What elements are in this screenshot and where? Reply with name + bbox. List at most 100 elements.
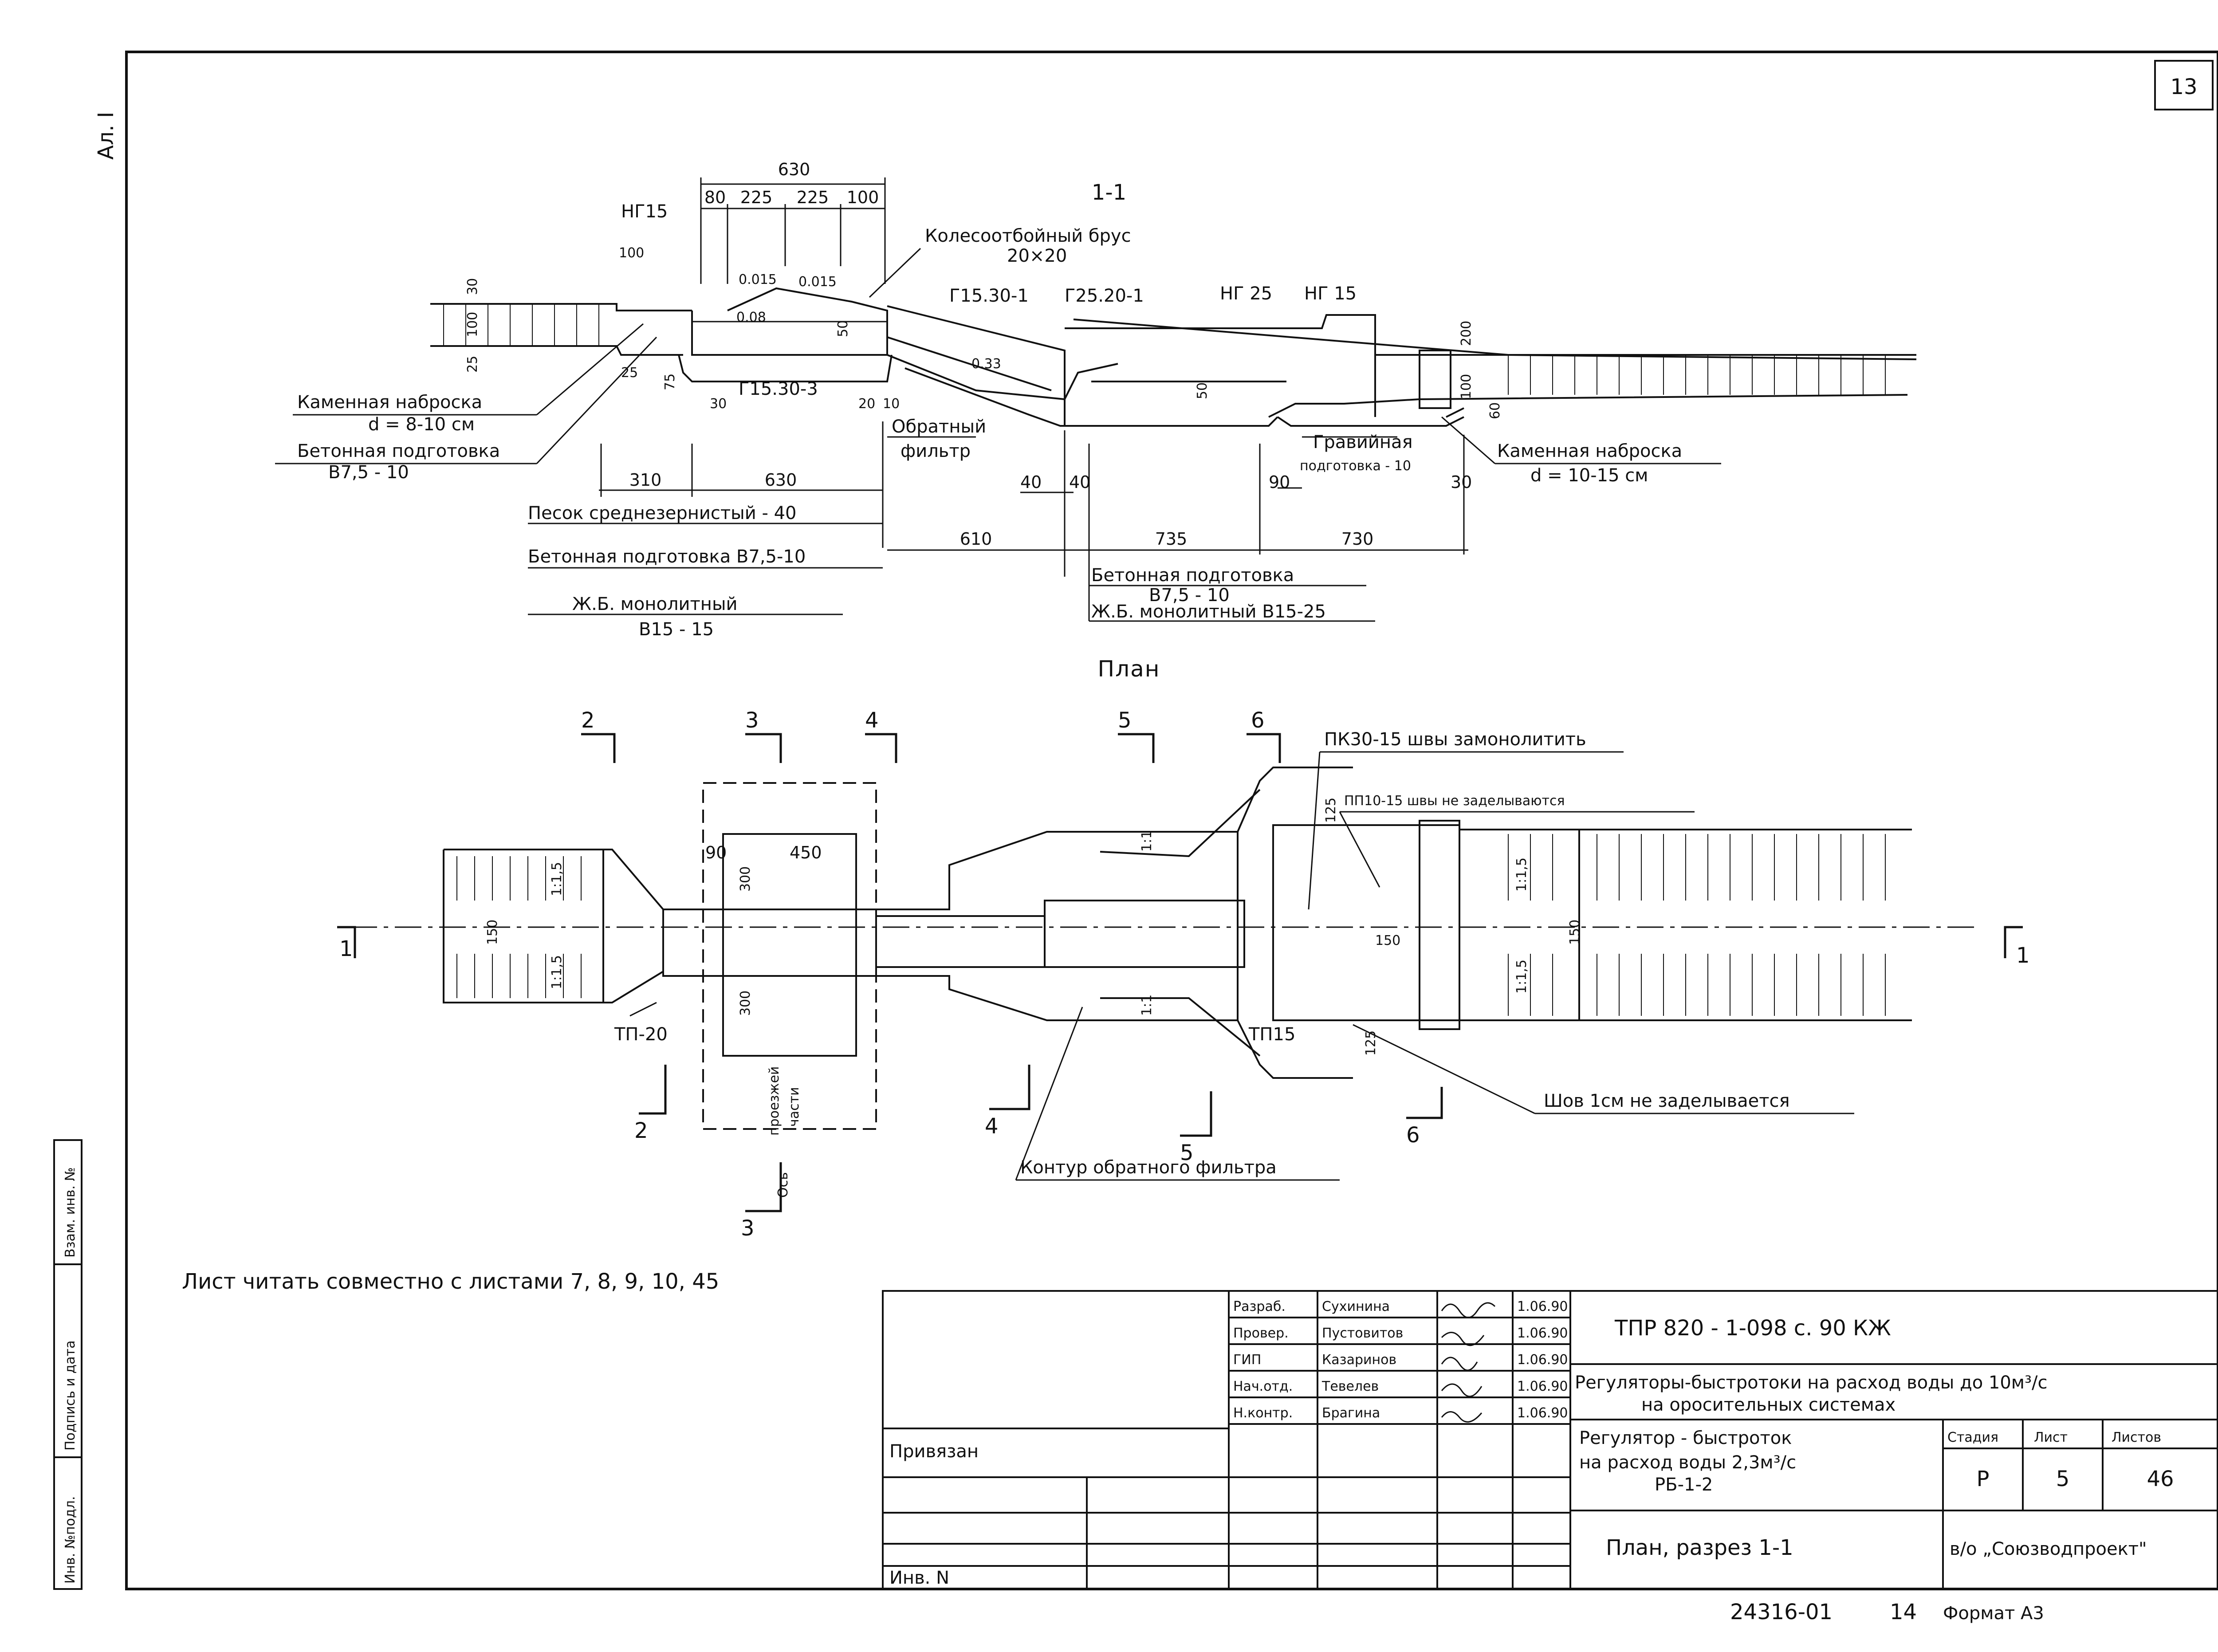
label-tp15: ТП15	[1248, 1024, 1295, 1045]
label-beton3-b: В7,5 - 10	[1149, 585, 1230, 606]
label-beton-left-b: В7,5 - 10	[328, 462, 409, 483]
tb-project2: на оросительных системах	[1641, 1395, 1896, 1415]
tb-project: Регуляторы-быстротоки на расход воды до …	[1575, 1373, 2048, 1393]
dim-225b: 225	[797, 188, 829, 207]
plan-slope-a: 1:1,5	[549, 862, 565, 896]
plan-dim-90: 90	[705, 843, 727, 862]
plan-dim-150: 150	[485, 920, 500, 945]
footer-format: Формат А3	[1943, 1603, 2044, 1624]
tb-date-1: 1.06.90	[1517, 1326, 1568, 1341]
sheet-frame	[125, 51, 2218, 1590]
marker-6-bottom: 6	[1406, 1123, 1420, 1148]
section-1-1: 1-1 630 80 225 225 100	[275, 160, 1917, 640]
label-slope1: 0.015	[739, 272, 777, 287]
tb-object3: РБ-1-2	[1655, 1475, 1713, 1495]
dim-10: 10	[883, 396, 900, 412]
tb-org: в/о „Союзводпроект"	[1950, 1539, 2147, 1559]
label-tp20: ТП-20	[614, 1024, 668, 1045]
label-slope2: 0.015	[798, 274, 837, 290]
plan-dim-125a: 125	[1323, 798, 1339, 823]
label-kontur: Контур обратного фильтра	[1020, 1157, 1277, 1178]
label-proezd2: части	[787, 1087, 802, 1127]
dim-30: 30	[465, 278, 480, 295]
plan-dim-150b: 150	[1375, 933, 1400, 948]
plan-dim-300: 300	[738, 866, 753, 892]
label-slope3: 0.08	[736, 310, 766, 325]
label-grav: Гравийная	[1313, 432, 1413, 452]
tb-privyazan: Привязан	[889, 1441, 979, 1462]
tb-inv: Инв. N	[889, 1568, 949, 1588]
tb-sheet-h: Лист	[2034, 1430, 2068, 1445]
dim-310: 310	[629, 470, 662, 490]
dim-100b: 100	[619, 245, 644, 261]
label-ng15-left: НГ15	[621, 201, 668, 222]
marker-1-right: 1	[2016, 943, 2030, 968]
label-proezd1: проезжей	[767, 1066, 782, 1136]
dim-735: 735	[1155, 529, 1188, 549]
dim-75: 75	[662, 374, 678, 390]
label-beton2: Бетонная подготовка В7,5-10	[528, 547, 806, 567]
tb-date-4: 1.06.90	[1517, 1405, 1568, 1421]
dim-50b: 50	[1195, 382, 1210, 399]
dim-200: 200	[1459, 321, 1474, 346]
dim-30b: 30	[710, 396, 727, 412]
dim-630-top: 630	[778, 160, 810, 179]
footer-sheet: 14	[1890, 1600, 1917, 1624]
dim-610: 610	[960, 529, 992, 549]
label-pp: ПП10-15 швы не заделываются	[1344, 793, 1565, 809]
tb-date-3: 1.06.90	[1517, 1379, 1568, 1394]
tb-date-0: 1.06.90	[1517, 1299, 1568, 1314]
tb-code: ТПР 820 - 1-098 с. 90 КЖ	[1614, 1316, 1891, 1341]
dim-60: 60	[1487, 402, 1503, 419]
dim-40: 40	[1020, 472, 1042, 492]
tb-signatures	[1441, 1302, 1496, 1423]
dim-25: 25	[465, 356, 480, 373]
tb-date-2: 1.06.90	[1517, 1352, 1568, 1368]
marker-3-top: 3	[745, 708, 759, 733]
sheet-note: Лист читать совместно с листами 7, 8, 9,…	[182, 1269, 719, 1294]
label-kamen-right: Каменная наброска	[1497, 441, 1682, 461]
title-block	[882, 1290, 2218, 1590]
tb-name-4: Брагина	[1322, 1405, 1380, 1421]
dim-630: 630	[765, 470, 797, 490]
tb-object: Регулятор - быстроток	[1579, 1428, 1792, 1448]
label-shov: Шов 1см не заделывается	[1544, 1091, 1790, 1111]
dim-80: 80	[704, 188, 726, 207]
tb-drawing: План, разрез 1-1	[1606, 1535, 1793, 1560]
dim-30c: 30	[1451, 472, 1472, 492]
label-slope4: 0.33	[971, 356, 1001, 372]
tb-name-1: Пустовитов	[1322, 1326, 1403, 1341]
dim-20: 20	[858, 396, 875, 412]
side-stamp-podpis: Подпись и дата	[63, 1341, 78, 1451]
tb-sheets: 46	[2147, 1467, 2174, 1491]
marker-4-top: 4	[865, 708, 879, 733]
label-brus-size: 20×20	[1007, 246, 1067, 266]
tb-stage-h: Стадия	[1947, 1430, 1998, 1445]
plan-dim-150c: 150	[1567, 920, 1583, 945]
tb-stage: Р	[1977, 1467, 1990, 1491]
label-kamen-left: Каменная наброска	[297, 392, 482, 413]
tb-role-2: ГИП	[1233, 1352, 1261, 1368]
label-zhb-b: В15 - 15	[639, 619, 714, 640]
marker-5-bottom: 5	[1180, 1141, 1194, 1165]
plan-dim-300b: 300	[738, 991, 753, 1016]
dim-40b: 40	[1069, 472, 1090, 492]
label-obr: Обратный	[892, 417, 986, 437]
tb-role-4: Н.контр.	[1233, 1405, 1293, 1421]
plan-slope-c: 1:1,5	[1514, 857, 1530, 892]
section-title: 1-1	[1092, 180, 1126, 205]
plan-title: План	[1098, 656, 1160, 682]
label-filtr: фильтр	[901, 441, 971, 461]
marker-2-bottom: 2	[634, 1118, 648, 1143]
marker-1-left: 1	[339, 936, 353, 961]
label-zhb: Ж.Б. монолитный	[572, 594, 738, 614]
label-pk: ПК30-15 швы замонолитить	[1324, 729, 1586, 750]
footer-code: 24316-01	[1730, 1600, 1833, 1624]
side-stamp	[53, 1139, 83, 1590]
label-grav2: подготовка - 10	[1300, 458, 1411, 474]
dim-100-top: 100	[847, 188, 879, 207]
label-kamen-right-d: d = 10-15 см	[1530, 465, 1648, 486]
marker-2-top: 2	[581, 708, 595, 733]
